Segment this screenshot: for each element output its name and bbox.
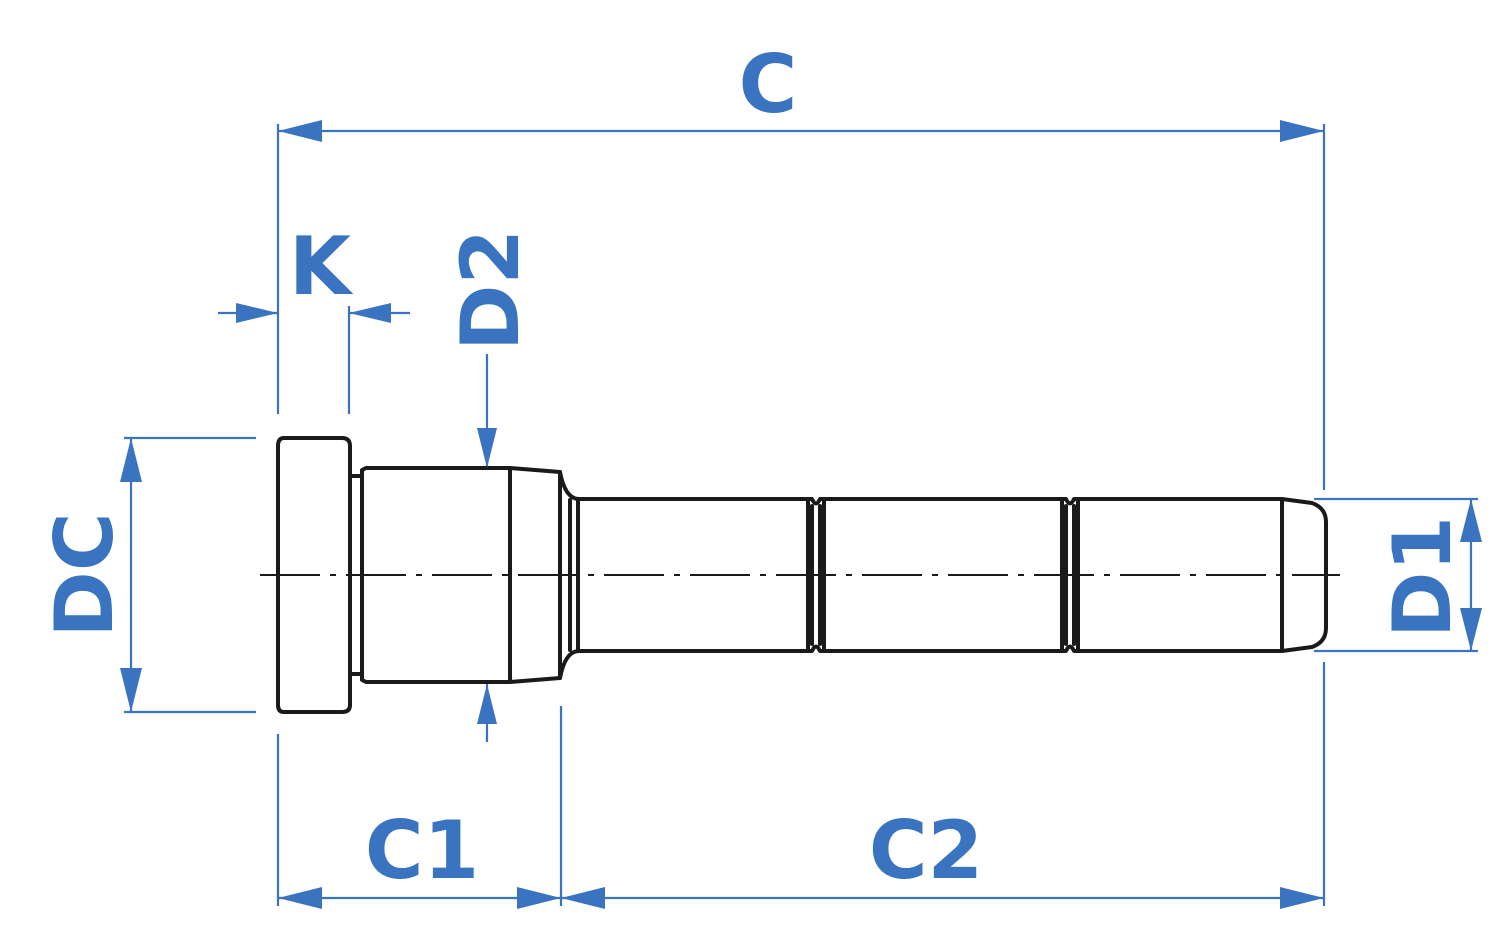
dimension-k: K bbox=[218, 220, 410, 414]
arrowhead bbox=[477, 428, 497, 468]
arrowhead bbox=[120, 668, 142, 712]
part-outline bbox=[260, 436, 1340, 714]
arrowhead bbox=[1460, 608, 1482, 651]
arrowhead bbox=[477, 684, 497, 724]
arrowhead bbox=[349, 303, 391, 323]
dimension-label-dc: DC bbox=[38, 512, 131, 637]
arrowhead bbox=[1280, 120, 1324, 142]
arrowhead bbox=[517, 887, 561, 909]
arrowhead bbox=[278, 120, 322, 142]
dimension-dc: DC bbox=[38, 436, 256, 714]
shank-segment-3 bbox=[1076, 497, 1328, 653]
dimension-label-d2: D2 bbox=[444, 229, 537, 351]
dimension-d2: D2 bbox=[444, 229, 537, 742]
arrowhead bbox=[120, 438, 142, 482]
dimension-label-k: K bbox=[289, 220, 354, 313]
arrowhead bbox=[1280, 887, 1324, 909]
shank-segment-2 bbox=[822, 497, 1064, 653]
arrowhead bbox=[561, 887, 605, 909]
dimension-d1: D1 bbox=[1314, 497, 1482, 653]
arrowhead bbox=[1460, 499, 1482, 542]
dimension-c1-c2: C1 C2 bbox=[276, 662, 1326, 909]
dimension-label-d1: D1 bbox=[1376, 516, 1469, 638]
dimension-c: C bbox=[276, 38, 1326, 490]
dimension-label-c1: C1 bbox=[365, 804, 479, 897]
arrowhead bbox=[236, 303, 278, 323]
dimension-label-c2: C2 bbox=[869, 804, 983, 897]
arrowhead bbox=[278, 887, 322, 909]
dimension-label-c: C bbox=[739, 38, 798, 131]
